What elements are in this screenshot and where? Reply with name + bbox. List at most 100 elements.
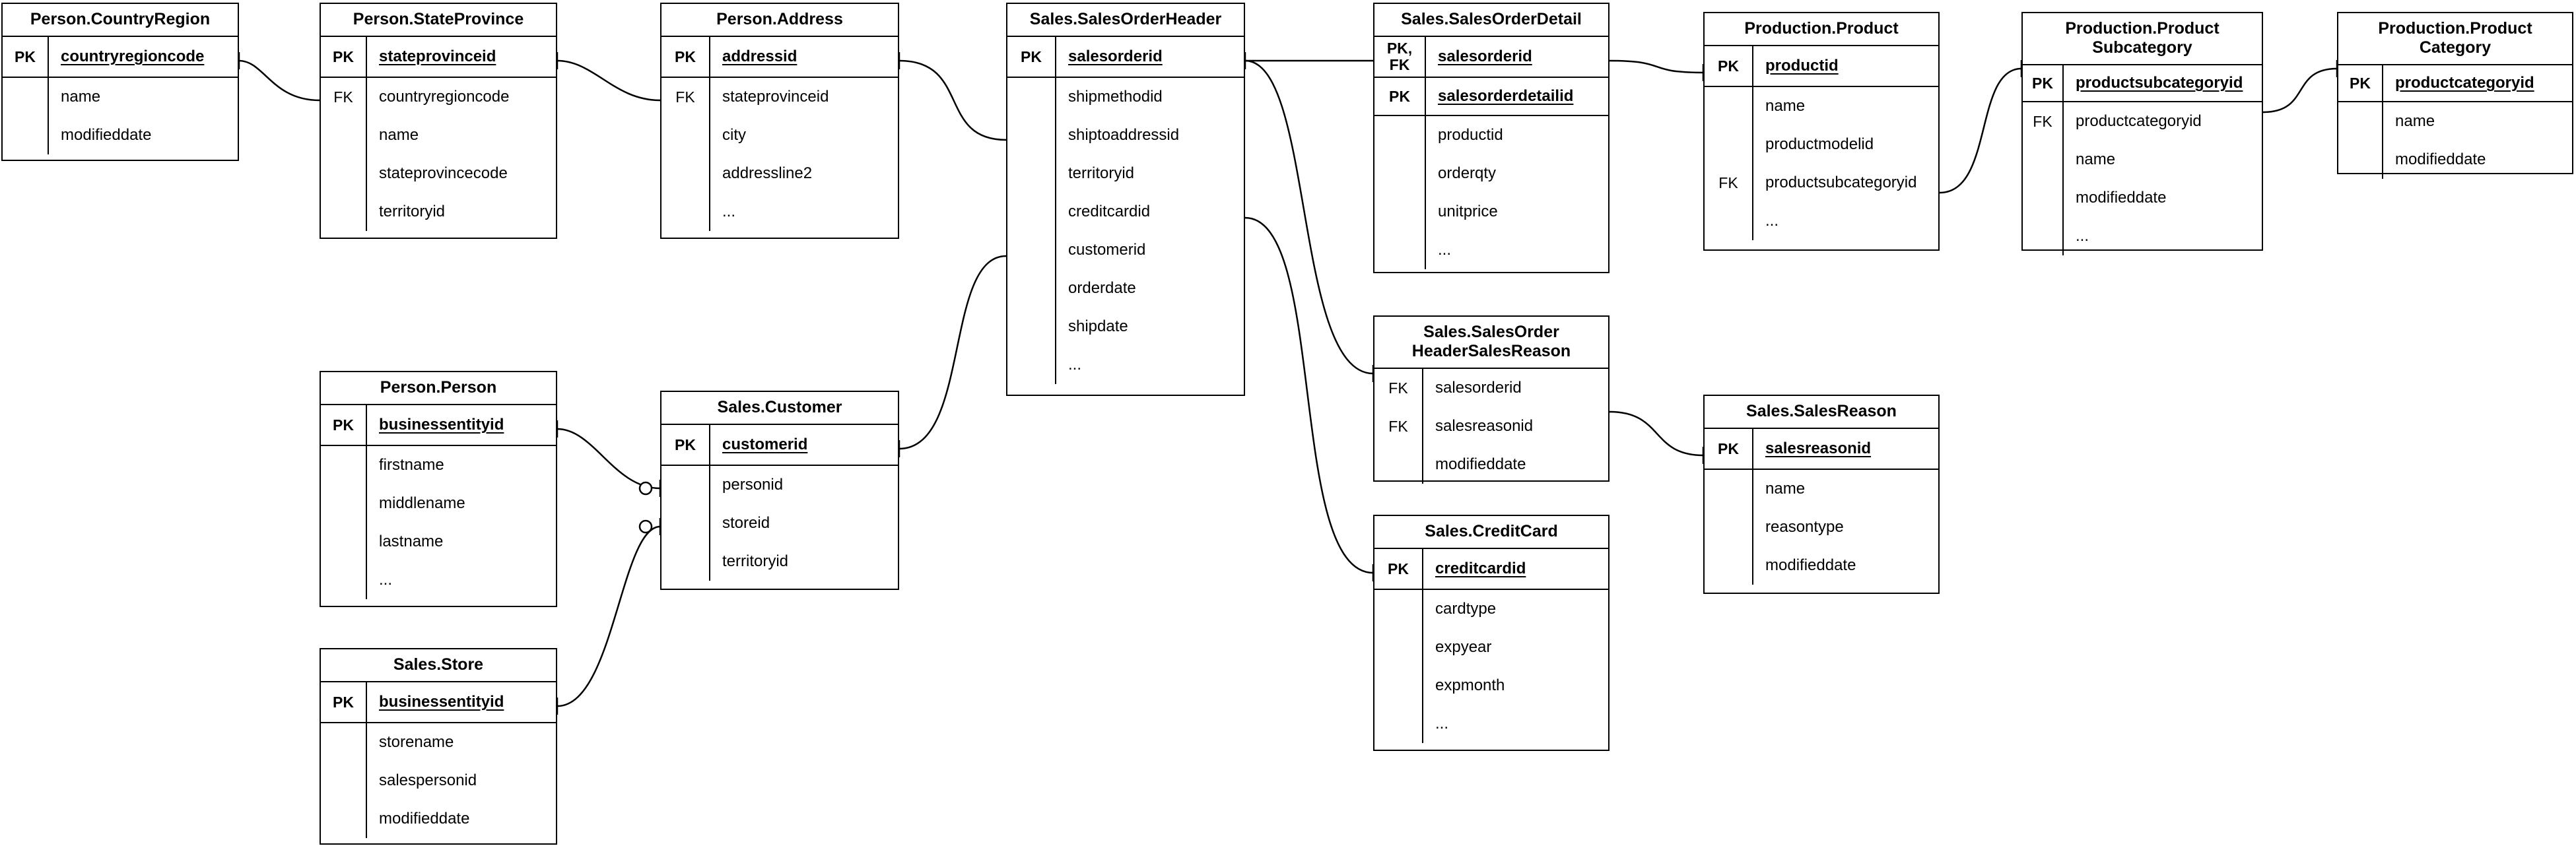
attribute-name: storename xyxy=(367,723,556,762)
attribute-row[interactable]: expyear xyxy=(1374,628,1608,667)
key-marker xyxy=(321,484,367,523)
attribute-row[interactable]: territoryid xyxy=(1007,154,1244,193)
attribute-name: salesreasonid xyxy=(1753,429,1938,469)
attribute-row[interactable]: cardtype xyxy=(1374,590,1608,628)
attribute-row[interactable]: name xyxy=(2338,102,2572,141)
attribute-name: creditcardid xyxy=(1423,549,1608,589)
key-marker xyxy=(1374,445,1423,484)
attribute-row[interactable]: salespersonid xyxy=(321,762,556,800)
attribute-row[interactable]: shiptoaddressid xyxy=(1007,116,1244,154)
attribute-row[interactable]: modifieddate xyxy=(2023,179,2262,217)
attribute-row[interactable]: name xyxy=(1705,470,1938,508)
attribute-row[interactable]: ... xyxy=(661,193,898,231)
key-marker xyxy=(1705,125,1753,164)
attribute-label: lastname xyxy=(379,533,444,550)
attribute-row[interactable]: ... xyxy=(1705,202,1938,240)
key-marker xyxy=(1007,308,1056,346)
attribute-row[interactable]: name xyxy=(3,78,238,116)
key-marker xyxy=(1374,231,1426,269)
attribute-row[interactable]: storename xyxy=(321,723,556,762)
attribute-row[interactable]: territoryid xyxy=(321,193,556,231)
attribute-row[interactable]: reasontype xyxy=(1705,508,1938,546)
attribute-row[interactable]: name xyxy=(2023,141,2262,179)
attribute-row[interactable]: name xyxy=(1705,87,1938,125)
attribute-row[interactable]: shipmethodid xyxy=(1007,78,1244,116)
attribute-row[interactable]: modifieddate xyxy=(1374,445,1608,484)
attribute-row[interactable]: modifieddate xyxy=(321,800,556,838)
attribute-row[interactable]: ... xyxy=(1374,705,1608,743)
attribute-row[interactable]: middlename xyxy=(321,484,556,523)
attribute-row[interactable]: city xyxy=(661,116,898,154)
attribute-row[interactable]: shipdate xyxy=(1007,308,1244,346)
attribute-label: territoryid xyxy=(722,552,789,570)
attribute-label: unitprice xyxy=(1438,203,1498,220)
attribute-row[interactable]: addressline2 xyxy=(661,154,898,193)
attribute-row[interactable]: personid xyxy=(661,466,898,504)
attribute-row[interactable]: creditcardid xyxy=(1007,193,1244,231)
attribute-row[interactable]: modifieddate xyxy=(2338,141,2572,179)
attribute-row[interactable]: expmonth xyxy=(1374,667,1608,705)
attribute-row[interactable]: territoryid xyxy=(661,542,898,581)
attribute-row[interactable]: ... xyxy=(1007,346,1244,384)
attribute-row[interactable]: customerid xyxy=(1007,231,1244,269)
attribute-row[interactable]: modifieddate xyxy=(3,116,238,154)
attribute-row[interactable]: orderqty xyxy=(1374,154,1608,193)
attribute-row[interactable]: stateprovincecode xyxy=(321,154,556,193)
attribute-row[interactable]: productid xyxy=(1374,116,1608,154)
attribute-name: ... xyxy=(1423,705,1608,743)
attribute-row[interactable]: productmodelid xyxy=(1705,125,1938,164)
attribute-label: addressline2 xyxy=(722,164,813,182)
attribute-row[interactable]: name xyxy=(321,116,556,154)
key-marker: PK xyxy=(2338,65,2383,101)
key-marker xyxy=(661,116,710,154)
attribute-row[interactable]: unitprice xyxy=(1374,193,1608,231)
attribute-row[interactable]: firstname xyxy=(321,446,556,484)
attribute-row[interactable]: modifieddate xyxy=(1705,546,1938,585)
attribute-row[interactable]: ... xyxy=(1374,231,1608,269)
key-marker xyxy=(661,466,710,504)
attribute-row[interactable]: ... xyxy=(2023,217,2262,255)
relationship-rel-salesorderheader-salesreasonlink xyxy=(1227,51,1374,382)
attribute-row[interactable]: orderdate xyxy=(1007,269,1244,308)
attribute-name: city xyxy=(710,116,898,154)
attribute-row[interactable]: ... xyxy=(321,561,556,599)
attribute-row[interactable]: lastname xyxy=(321,523,556,561)
attribute-row[interactable]: storeid xyxy=(661,504,898,542)
key-marker xyxy=(3,78,49,116)
